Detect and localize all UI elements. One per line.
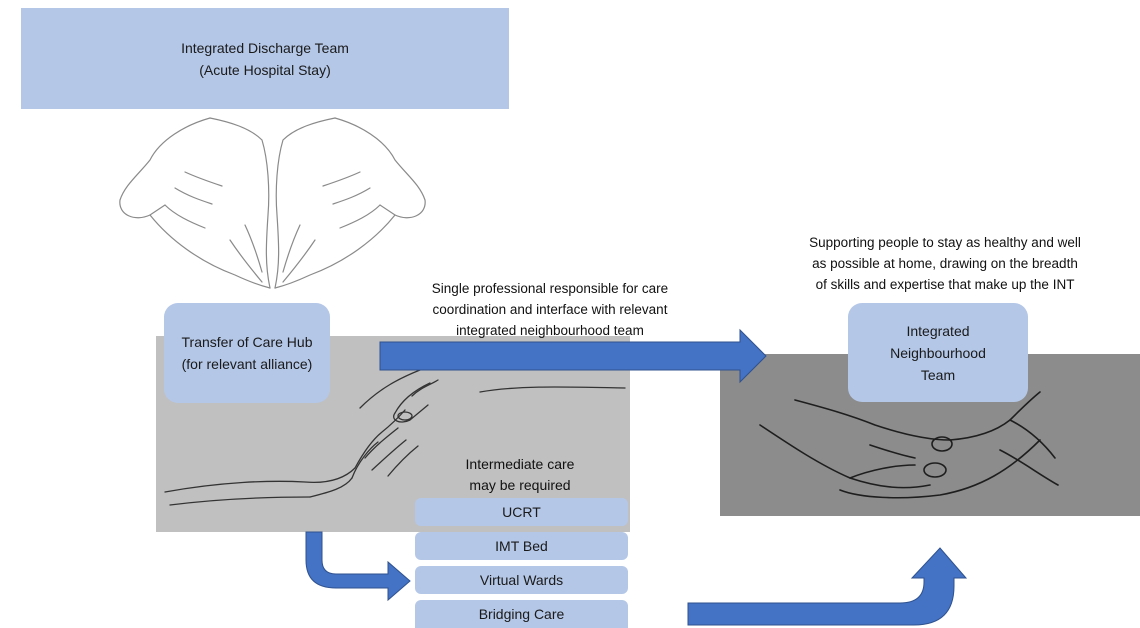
supporting-line-1: Supporting people to stay as healthy and… xyxy=(760,232,1130,253)
single-professional-line-2: coordination and interface with relevant xyxy=(380,299,720,320)
care-option-ucrt: UCRT xyxy=(415,498,628,526)
single-professional-line-1: Single professional responsible for care xyxy=(380,278,720,299)
supporting-line-2: as possible at home, drawing on the brea… xyxy=(760,253,1130,274)
integrated-neighbourhood-team-box: Integrated Neighbourhood Team xyxy=(848,303,1028,402)
care-option-imt-bed: IMT Bed xyxy=(415,532,628,560)
supporting-line-3: of skills and expertise that make up the… xyxy=(760,274,1130,295)
supporting-people-note: Supporting people to stay as healthy and… xyxy=(760,232,1130,295)
care-option-bridging-care: Bridging Care xyxy=(415,600,628,628)
integrated-discharge-team-box: Integrated Discharge Team (Acute Hospita… xyxy=(21,8,509,109)
bent-down-right-arrow xyxy=(306,532,410,600)
discharge-team-subtitle: (Acute Hospital Stay) xyxy=(199,59,331,81)
transfer-hub-title: Transfer of Care Hub xyxy=(182,331,313,353)
care-option-label: Virtual Wards xyxy=(480,572,563,588)
intermediate-line-1: Intermediate care xyxy=(440,454,600,475)
intermediate-care-note: Intermediate care may be required xyxy=(440,454,600,496)
curved-up-arrow xyxy=(688,548,966,625)
int-line-3: Team xyxy=(921,364,955,386)
care-option-label: IMT Bed xyxy=(495,538,548,554)
int-line-1: Integrated xyxy=(906,320,969,342)
care-option-label: Bridging Care xyxy=(479,606,565,622)
transfer-of-care-hub-box: Transfer of Care Hub (for relevant allia… xyxy=(164,303,330,403)
single-professional-line-3: integrated neighbourhood team xyxy=(380,320,720,341)
care-option-label: UCRT xyxy=(502,504,541,520)
discharge-team-title: Integrated Discharge Team xyxy=(181,37,349,59)
single-professional-note: Single professional responsible for care… xyxy=(380,278,720,341)
int-line-2: Neighbourhood xyxy=(890,342,986,364)
intermediate-line-2: may be required xyxy=(440,475,600,496)
care-option-virtual-wards: Virtual Wards xyxy=(415,566,628,594)
transfer-hub-subtitle: (for relevant alliance) xyxy=(182,353,313,375)
